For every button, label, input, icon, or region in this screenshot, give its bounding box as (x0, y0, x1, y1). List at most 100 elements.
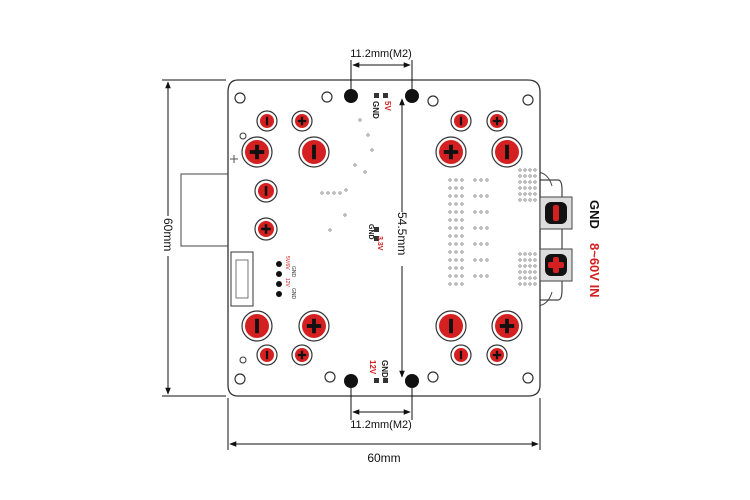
via (518, 264, 522, 268)
via (533, 282, 537, 286)
via (448, 194, 452, 198)
silk-mid-3v3: 3.3V (376, 236, 383, 251)
via (448, 210, 452, 214)
via (366, 133, 370, 137)
via (479, 178, 483, 182)
via (454, 226, 458, 230)
via (448, 250, 452, 254)
via (460, 266, 464, 270)
via (523, 180, 527, 184)
via (328, 228, 332, 232)
via (485, 178, 489, 182)
via (358, 118, 362, 122)
via (448, 218, 452, 222)
via (523, 198, 527, 202)
via (460, 202, 464, 206)
pad-small (254, 217, 278, 241)
component-pads (241, 110, 523, 366)
via (454, 242, 458, 246)
via (479, 274, 483, 278)
via (454, 258, 458, 262)
via (320, 191, 324, 195)
via (448, 186, 452, 190)
pad-small (254, 179, 278, 203)
dim-bottom-hole-spacing: 11.2mm(M2) (350, 388, 413, 431)
via (523, 270, 527, 274)
via (454, 186, 458, 190)
pad-large (241, 136, 273, 168)
dim-vertical-span: 54.5mm (395, 98, 410, 378)
via (523, 258, 527, 262)
via (523, 282, 527, 286)
usb-connector (180, 173, 234, 247)
via (326, 191, 330, 195)
via (533, 168, 537, 172)
pad-small (256, 110, 278, 132)
via (479, 210, 483, 214)
via (533, 270, 537, 274)
via (448, 274, 452, 278)
pad-small (450, 344, 472, 366)
via (454, 234, 458, 238)
via (518, 180, 522, 184)
via (533, 192, 537, 196)
via (533, 186, 537, 190)
via (332, 191, 336, 195)
via (523, 264, 527, 268)
power-terminal-vin (539, 248, 573, 282)
via (454, 274, 458, 278)
via (473, 194, 477, 198)
via (518, 168, 522, 172)
via (353, 163, 357, 167)
dim-board-height: 60mm (161, 79, 226, 397)
via (528, 192, 532, 196)
via (528, 168, 532, 172)
via (533, 252, 537, 256)
via (518, 192, 522, 196)
via (485, 274, 489, 278)
dim-vertical-span-label: 54.5mm (395, 212, 409, 255)
via (343, 213, 347, 217)
pad-large (298, 310, 330, 342)
pin-label-4: GND (290, 288, 296, 300)
via (523, 276, 527, 280)
via (518, 270, 522, 274)
via (528, 180, 532, 184)
via (523, 186, 527, 190)
via (523, 192, 527, 196)
via (518, 252, 522, 256)
via (479, 194, 483, 198)
via (338, 191, 342, 195)
via (454, 266, 458, 270)
via (448, 202, 452, 206)
via (460, 194, 464, 198)
power-gnd-label: GND (587, 200, 602, 229)
pad-large (435, 310, 467, 342)
dim-board-width-label: 60mm (367, 451, 400, 465)
via (460, 226, 464, 230)
via (479, 258, 483, 262)
via (460, 258, 464, 262)
dim-bottom-hole-spacing-label: 11.2mm(M2) (350, 419, 412, 431)
via (460, 178, 464, 182)
via (533, 180, 537, 184)
silk-top-5v: 5V (383, 101, 392, 111)
via (485, 242, 489, 246)
via (454, 202, 458, 206)
via (454, 194, 458, 198)
pin-label-1: 5V/6V (284, 256, 290, 270)
silk-top-labels: GND 5V (371, 101, 392, 119)
via (448, 226, 452, 230)
via (523, 168, 527, 172)
via (528, 276, 532, 280)
top-square-pads (374, 93, 388, 383)
via (448, 258, 452, 262)
via (528, 282, 532, 286)
via (460, 250, 464, 254)
via (485, 226, 489, 230)
pad-large (241, 310, 273, 342)
via (363, 170, 367, 174)
pad-small (291, 110, 313, 132)
mounting-holes (234, 91, 534, 385)
pad-small (291, 344, 313, 366)
